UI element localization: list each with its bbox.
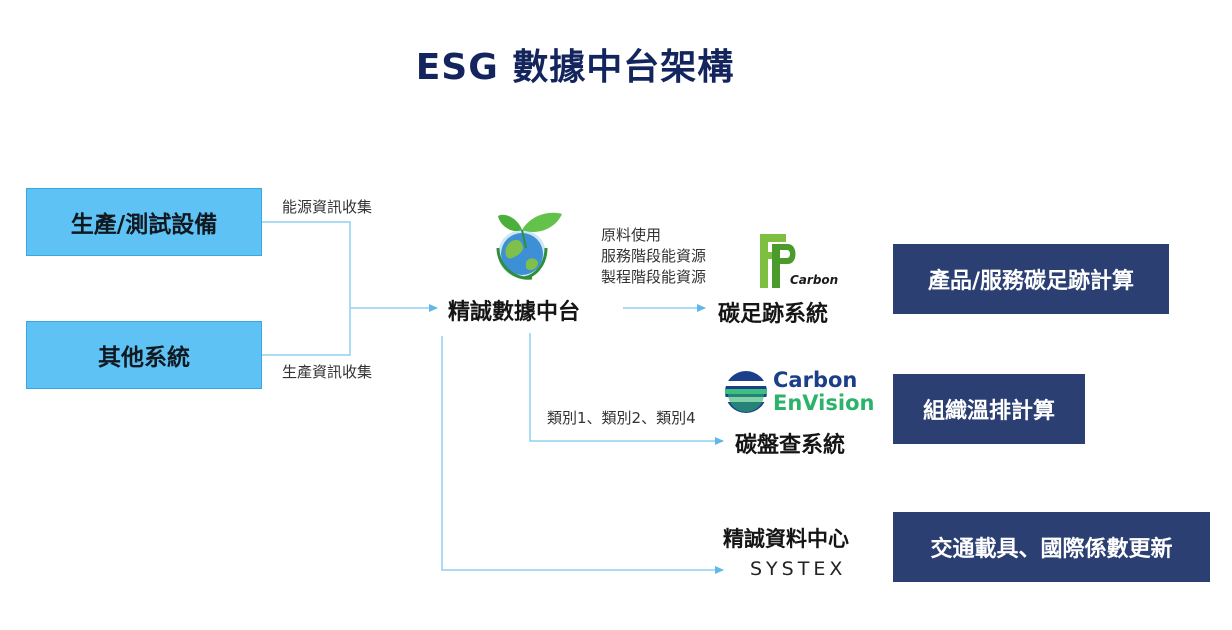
connector-other <box>262 308 351 356</box>
edge-label-footprint-2: 服務階段能資源 <box>601 247 707 265</box>
source-other-label: 其他系統 <box>98 345 190 371</box>
output-footprint-calc-label: 產品/服務碳足跡計算 <box>927 269 1135 294</box>
connector-hub-inventory <box>529 333 724 445</box>
carbon-envision-brand-line1: Carbon <box>773 368 858 392</box>
output-vehicle-update-label: 交通載具、國際係數更新 <box>930 537 1173 562</box>
connector-production <box>262 221 351 308</box>
edge-label-inventory: 類別1、類別2、類別4 <box>547 409 696 427</box>
datacenter-label: 精誠資料中心 <box>723 527 849 551</box>
edge-label-footprint-1: 原料使用 <box>601 226 662 244</box>
output-vehicle-update: 交通載具、國際係數更新 <box>893 512 1210 582</box>
edge-label-footprint-3: 製程階段能資源 <box>601 268 707 286</box>
output-org-emission-label: 組織溫排計算 <box>922 399 1055 424</box>
page-title: ESG 數據中台架構 <box>415 47 735 88</box>
inventory-system-label: 碳盤查系統 <box>735 433 846 458</box>
systex-brand: SYSTEX <box>750 558 847 580</box>
carbon-envision-brand-line2: EnVision <box>773 391 875 415</box>
footprint-system-label: 碳足跡系統 <box>718 302 829 327</box>
fp-carbon-logo <box>760 234 796 288</box>
hub-label: 精誠數據中台 <box>448 300 581 325</box>
globe-leaf-icon <box>496 212 562 280</box>
output-org-emission: 組織溫排計算 <box>893 374 1085 444</box>
carbon-envision-logo <box>725 371 767 413</box>
output-footprint-calc: 產品/服務碳足跡計算 <box>893 244 1169 314</box>
source-production-box: 生產/測試設備 <box>26 188 262 256</box>
fp-carbon-brand: Carbon <box>790 273 839 287</box>
connector-hub-datacenter <box>441 336 724 574</box>
edge-label-production: 生產資訊收集 <box>282 363 373 381</box>
source-other-box: 其他系統 <box>26 321 262 389</box>
edge-label-energy: 能源資訊收集 <box>282 198 373 216</box>
source-production-label: 生產/測試設備 <box>70 212 218 238</box>
